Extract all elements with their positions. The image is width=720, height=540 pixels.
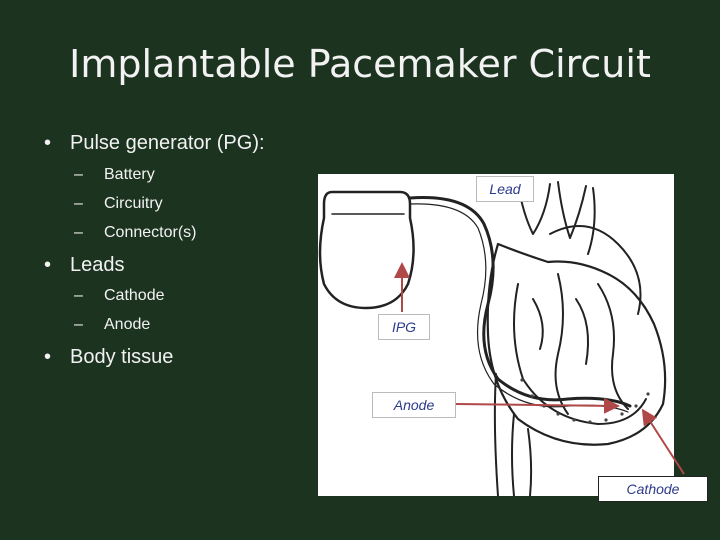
dash-symbol: – bbox=[74, 316, 83, 333]
bullet-text: Leads bbox=[70, 254, 125, 276]
dash-symbol: – bbox=[74, 195, 83, 212]
ipg-label: IPG bbox=[378, 314, 430, 340]
anode-label: Anode bbox=[372, 392, 456, 418]
bullet-text: Pulse generator (PG): bbox=[70, 132, 265, 154]
slide-title: Implantable Pacemaker Circuit bbox=[69, 42, 651, 86]
bullet-symbol: • bbox=[44, 132, 52, 154]
heart-drawing bbox=[318, 181, 667, 496]
bullet-symbol: • bbox=[44, 254, 52, 276]
subitem-text: Cathode bbox=[104, 287, 165, 304]
cathode-label: Cathode bbox=[598, 476, 708, 502]
subitem-text: Connector(s) bbox=[104, 224, 197, 241]
pacemaker-heart-illustration bbox=[318, 174, 674, 496]
lead-label: Lead bbox=[476, 176, 534, 202]
anode-arrow bbox=[455, 397, 620, 414]
subitem-text: Anode bbox=[104, 316, 151, 333]
subitem-text: Battery bbox=[104, 166, 155, 183]
bullet-symbol: • bbox=[44, 346, 52, 368]
dash-symbol: – bbox=[74, 224, 83, 241]
dash-symbol: – bbox=[74, 287, 83, 304]
cathode-arrow bbox=[641, 408, 685, 475]
dash-symbol: – bbox=[74, 166, 83, 183]
subitem-text: Circuitry bbox=[104, 195, 163, 212]
bullet-text: Body tissue bbox=[70, 346, 174, 368]
